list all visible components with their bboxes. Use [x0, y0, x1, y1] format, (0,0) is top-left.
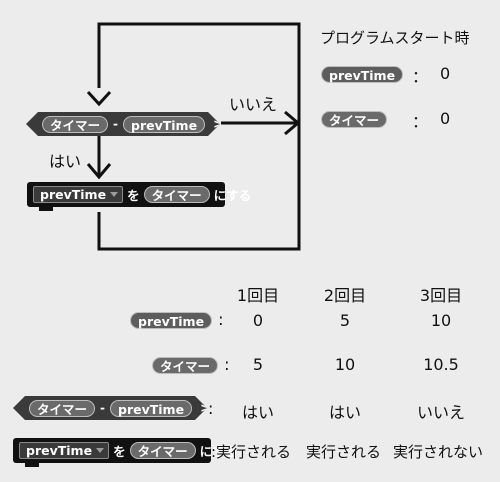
- label-no: いいえ: [229, 95, 278, 114]
- initial-prevtime-row: prevTime: [321, 64, 404, 83]
- greater-operator: >: [213, 117, 224, 131]
- initial-timer-row: タイマー: [321, 109, 388, 128]
- timer-value-1: 5: [252, 355, 264, 374]
- initial-prevtime-value: 0: [440, 64, 451, 83]
- table-row-prevtime-label: prevTime :: [130, 310, 224, 329]
- prevtime-reporter: prevTime: [110, 400, 192, 417]
- condition-block-flow: タイマー - prevTime > 1: [26, 112, 220, 136]
- block-notch: [39, 207, 53, 211]
- timer-value-3: 10.5: [423, 355, 459, 374]
- set-to-particle: を: [113, 444, 126, 459]
- set-suffix: にする: [199, 444, 238, 459]
- timer-reporter: タイマー: [152, 357, 219, 374]
- action-value-2: 実行される: [306, 443, 382, 461]
- table-header-2: 2回目: [323, 286, 367, 305]
- set-suffix: にする: [213, 188, 252, 203]
- row-colon: :: [208, 399, 214, 418]
- timer-reporter: タイマー: [29, 400, 95, 417]
- arrowhead-down-top: [86, 90, 112, 107]
- condition-value-3: いいえ: [416, 403, 465, 422]
- timer-reporter: タイマー: [129, 442, 196, 459]
- row-colon: :: [224, 355, 230, 374]
- condition-value-2: はい: [328, 403, 361, 422]
- initial-title: プログラムスタート時: [320, 29, 470, 47]
- chevron-down-icon: [96, 448, 105, 453]
- initial-colon: ：: [412, 112, 429, 131]
- arrowhead-right: [284, 110, 301, 136]
- prevtime-reporter: prevTime: [321, 66, 404, 83]
- table-header-3: 3回目: [419, 286, 463, 305]
- greater-operator: >: [200, 401, 211, 415]
- variable-dropdown: prevTime: [19, 442, 110, 459]
- block-notch: [25, 463, 39, 467]
- prevtime-value-3: 10: [430, 311, 452, 330]
- variable-dropdown: prevTime: [33, 186, 124, 203]
- set-block-table: prevTime を タイマー にする: [13, 438, 237, 467]
- timer-reporter: タイマー: [42, 116, 108, 133]
- minus-operator: -: [100, 401, 105, 415]
- minus-operator: -: [113, 117, 118, 131]
- action-value-1: :実行される: [211, 443, 292, 461]
- action-value-3: 実行されない: [393, 443, 484, 461]
- table-header-1: 1回目: [236, 286, 280, 305]
- prevtime-reporter: prevTime: [123, 116, 205, 133]
- prevtime-value-1: 0: [252, 311, 264, 330]
- initial-colon: ：: [412, 67, 429, 86]
- chevron-down-icon: [110, 192, 119, 197]
- set-block-flow: prevTime を タイマー にする: [27, 182, 251, 211]
- variable-dropdown-label: prevTime: [40, 187, 107, 202]
- condition-block-table: タイマー - prevTime > 1: [13, 396, 207, 420]
- label-yes: はい: [49, 152, 82, 171]
- variable-dropdown-label: prevTime: [26, 443, 93, 458]
- timer-value-2: 10: [334, 355, 356, 374]
- condition-value-1: はい: [241, 403, 274, 422]
- prevtime-reporter: prevTime: [130, 312, 213, 329]
- timer-reporter: タイマー: [143, 186, 210, 203]
- set-to-particle: を: [127, 188, 140, 203]
- table-row-timer-label: タイマー :: [152, 355, 230, 374]
- initial-timer-value: 0: [440, 109, 451, 128]
- arrowhead-down-yes: [86, 163, 112, 180]
- row-colon: :: [218, 310, 224, 329]
- loop-line: [97, 22, 301, 251]
- prevtime-value-2: 5: [339, 311, 351, 330]
- timer-reporter: タイマー: [321, 111, 388, 128]
